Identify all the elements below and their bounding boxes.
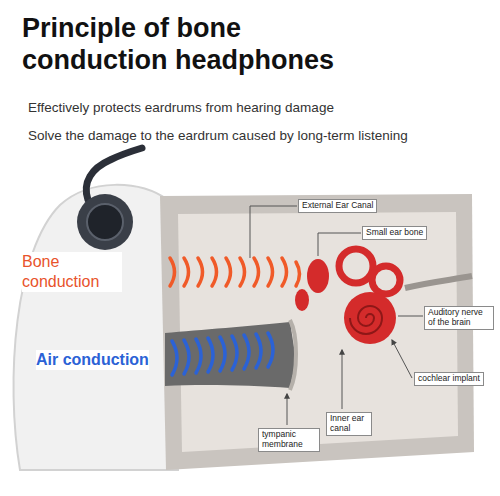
part-label: Auditory nerve of the brain (424, 306, 494, 330)
wave-arc (254, 258, 259, 286)
wave-arc (184, 340, 189, 374)
wave-arc (244, 335, 249, 369)
leader-line (398, 316, 423, 317)
part-label: External Ear Canal (298, 199, 377, 213)
air-waves (172, 333, 273, 375)
auditory-nerve (405, 276, 472, 288)
bone-waves (170, 258, 300, 286)
leader-arrow (287, 394, 288, 425)
ossicle (295, 289, 309, 311)
wave-arc (208, 338, 213, 372)
wave-arc (198, 258, 203, 286)
wave-arc (282, 258, 287, 286)
cochlea-spiral (350, 306, 382, 334)
wave-arc (226, 258, 231, 286)
leader-line (250, 206, 297, 258)
wave-arc (256, 334, 261, 368)
leader-arrow (392, 340, 412, 378)
part-label: cochlear implant (414, 372, 484, 386)
headband (86, 148, 142, 200)
earpiece (77, 194, 133, 250)
wave-arc (220, 337, 225, 371)
wave-arc (170, 258, 175, 286)
wave-arc (196, 339, 201, 373)
wave-arc (268, 333, 273, 367)
air-conduction-label: Air conduction (36, 350, 149, 370)
wave-arc (268, 258, 273, 286)
subtitle: Effectively protects eardrums from heari… (28, 100, 334, 117)
ossicle (307, 259, 329, 293)
part-label: Inner ear canal (326, 412, 372, 436)
part-label: tympanic membrane (258, 428, 320, 452)
head-cutaway (160, 194, 474, 470)
title: Principle of bone conduction headphones (22, 12, 362, 77)
leader-line (318, 233, 361, 256)
subtitle: Solve the damage to the eardrum caused b… (28, 128, 408, 145)
wave-arc (212, 258, 217, 286)
semicircular-canal (372, 266, 400, 294)
bone-conduction-label: Bone conduction (22, 252, 122, 292)
part-label: Small ear bone (362, 226, 427, 240)
cochlea (344, 292, 396, 344)
eardrum (290, 320, 296, 390)
wave-arc (172, 341, 177, 375)
earpiece-transducer (87, 204, 123, 240)
wave-arc (232, 336, 237, 370)
wave-arc (184, 258, 189, 286)
wave-arc (240, 258, 245, 286)
ear-canal (165, 322, 296, 388)
wave-arc (296, 262, 300, 286)
outer-ear (13, 185, 178, 470)
semicircular-canal (339, 249, 373, 283)
leader-arrow (342, 350, 343, 409)
